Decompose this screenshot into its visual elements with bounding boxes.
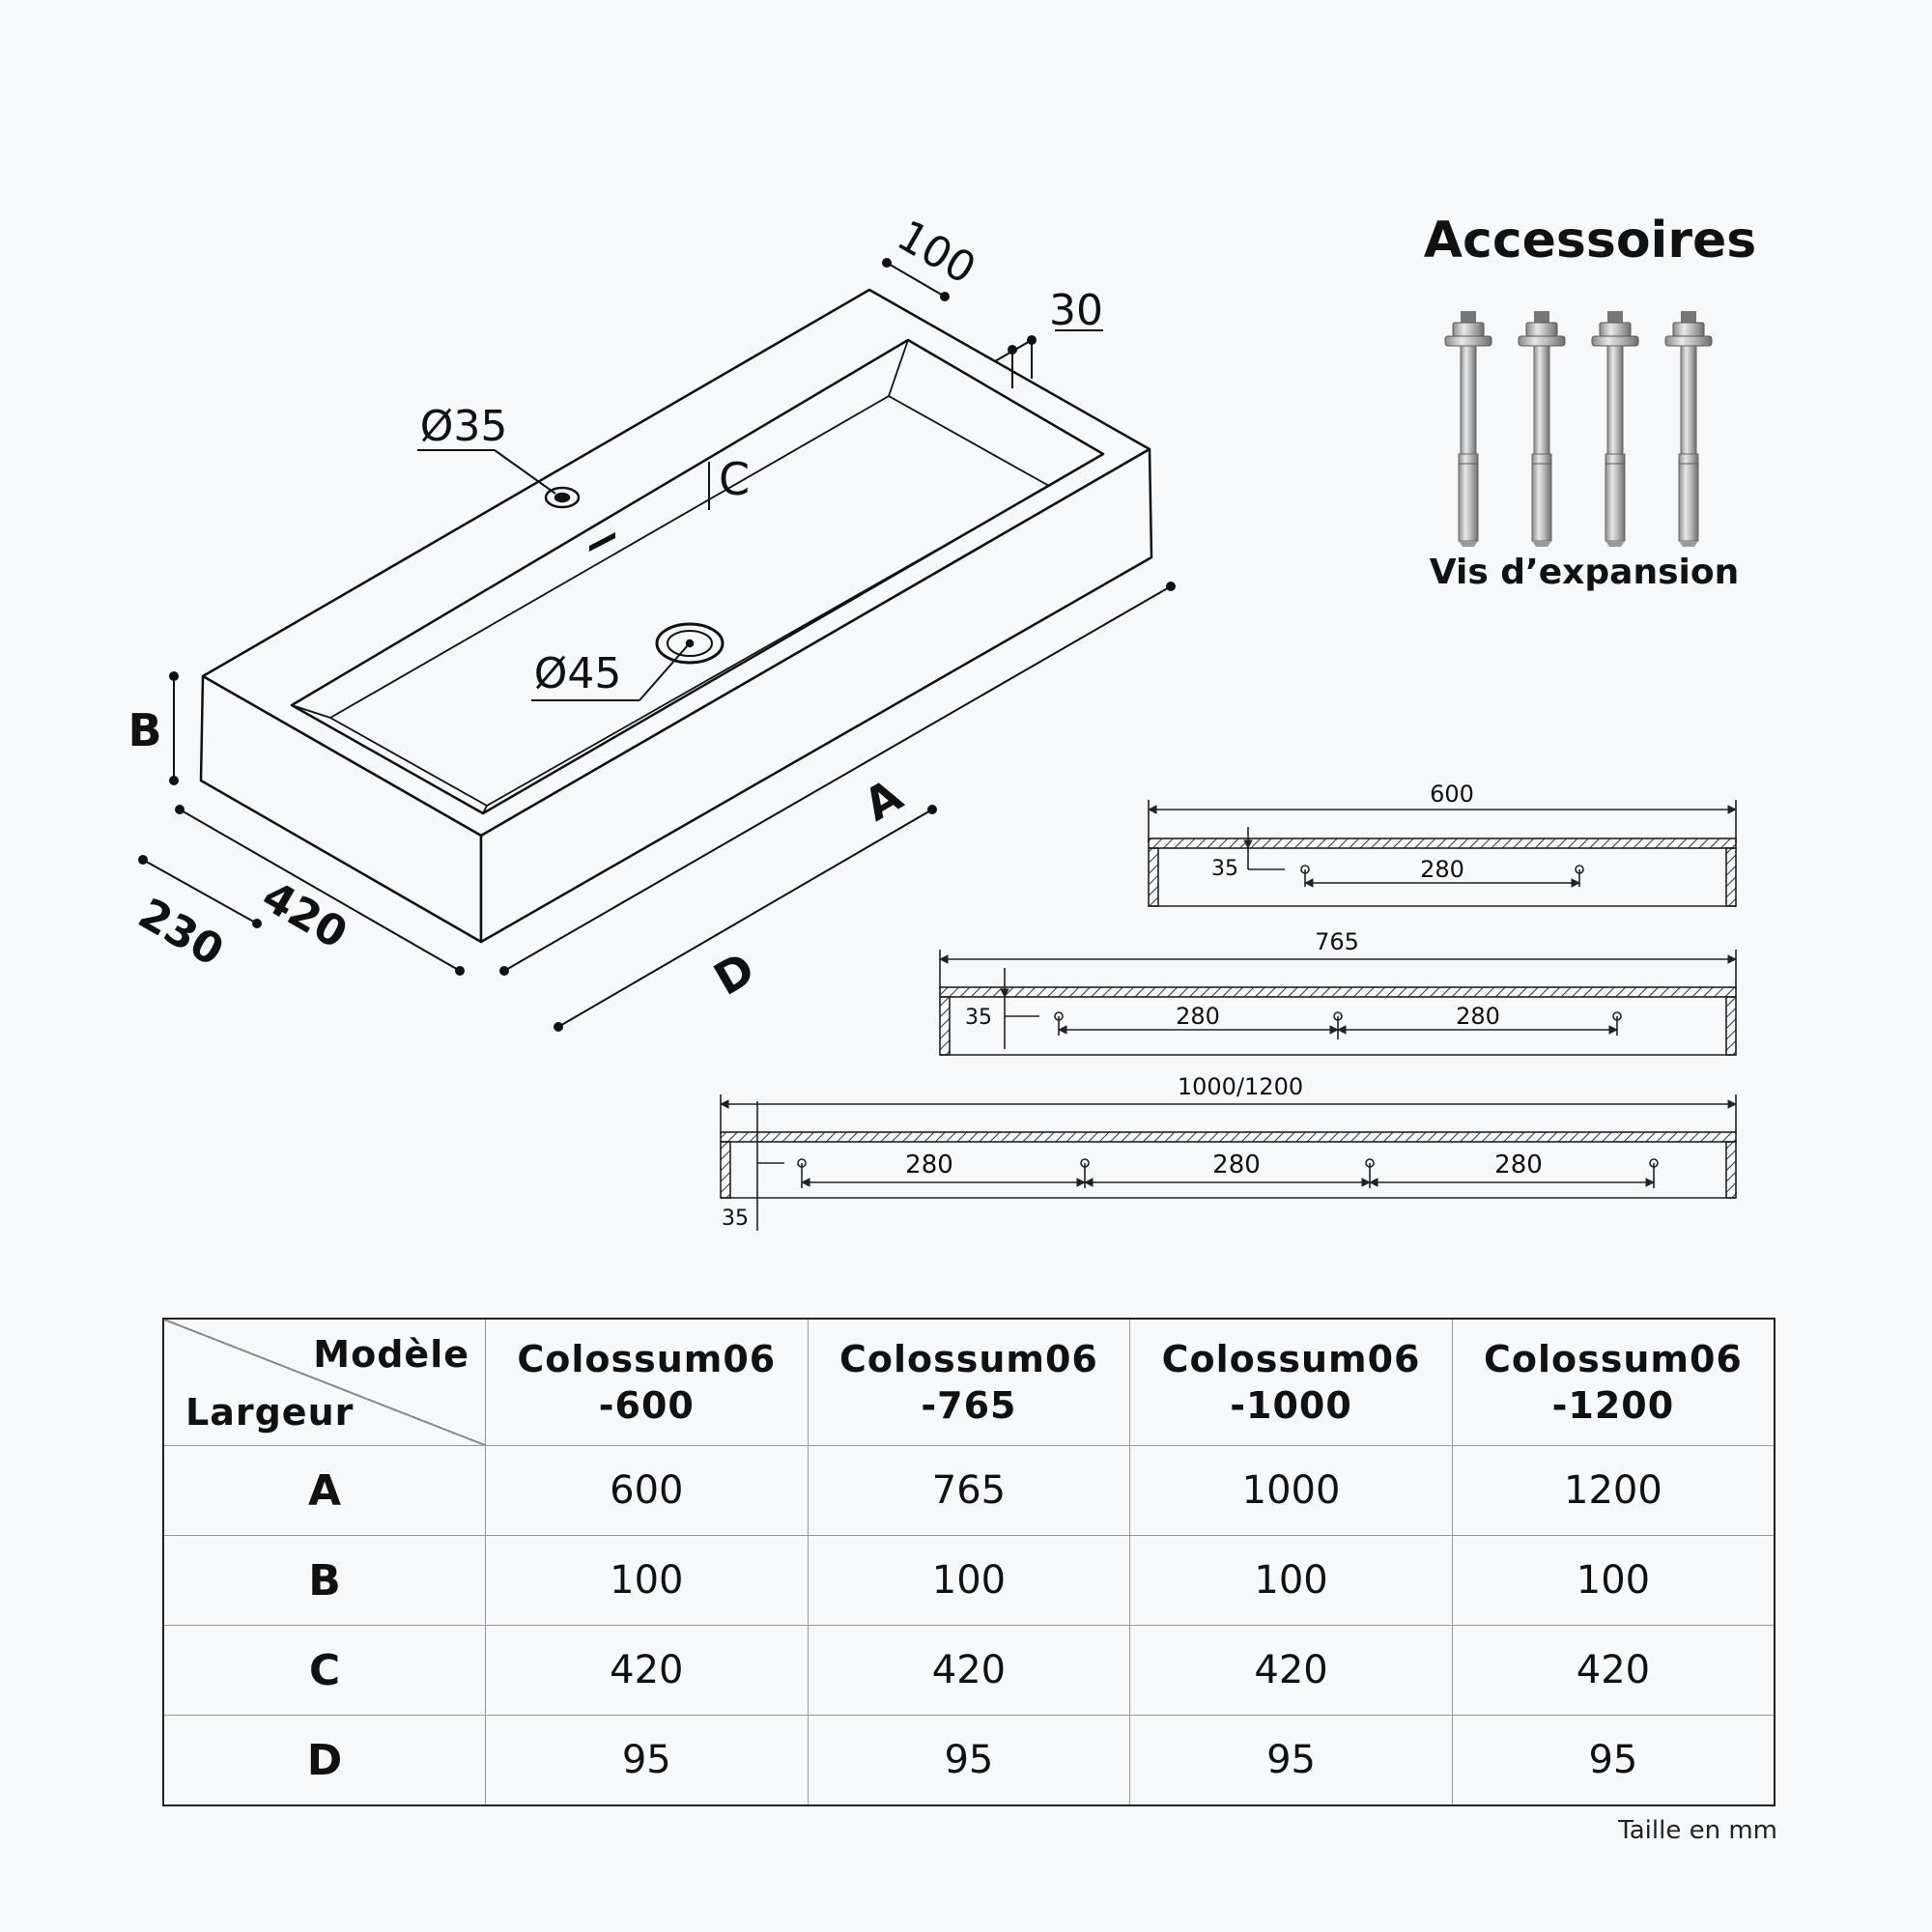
table-row: B 100 100 100 100	[162, 1535, 1776, 1626]
model-name-line: Colossum06	[1161, 1338, 1421, 1380]
row-label: A	[162, 1445, 486, 1536]
table-cell: 100	[807, 1535, 1131, 1626]
model-size-line: -1000	[1230, 1384, 1352, 1427]
section-1000	[720, 1094, 1737, 1231]
model-size-line: -1200	[1551, 1384, 1675, 1427]
table-cell: 100	[485, 1535, 809, 1626]
dim-d-label: D	[705, 942, 763, 1006]
dim-230-label: 230	[130, 889, 232, 976]
model-name-line: Colossum06	[517, 1338, 777, 1380]
dim-tap-hole-label: Ø35	[420, 402, 508, 451]
corner-model-label: Modèle	[313, 1333, 469, 1376]
table-cell: 600	[485, 1445, 809, 1536]
table-row: C 420 420 420 420	[162, 1625, 1776, 1716]
spec-table: Modèle Largeur Colossum06 -600 Colossum0…	[162, 1318, 1776, 1806]
section-765	[939, 950, 1737, 1056]
model-name-line: Colossum06	[1483, 1338, 1743, 1380]
row-label: B	[162, 1535, 486, 1626]
section-765-total-label: 765	[1315, 928, 1359, 955]
model-name-line: Colossum06	[838, 1338, 1098, 1380]
row-label: D	[162, 1715, 486, 1806]
accessories-panel: Accessoires	[1424, 212, 1756, 592]
section-600-total-label: 600	[1430, 781, 1474, 808]
table-corner-cell: Modèle Largeur	[162, 1318, 486, 1446]
section-1000-spacing-label-2: 280	[1212, 1151, 1261, 1179]
row-label: C	[162, 1625, 486, 1716]
expansion-bolt	[1664, 311, 1713, 547]
table-cell: 420	[1129, 1625, 1453, 1716]
model-header-1000: Colossum06 -1000	[1129, 1318, 1453, 1446]
tap-hole	[544, 486, 581, 509]
table-row: D 95 95 95 95	[162, 1715, 1776, 1806]
section-1000-edge-label: 35	[722, 1207, 749, 1231]
model-header-765: Colossum06 -765	[807, 1318, 1131, 1446]
technical-drawing: 100 30 Ø35 Ø45 C B A D 420 230 Accessoir…	[128, 211, 1756, 1231]
table-cell: 420	[1451, 1625, 1776, 1716]
model-size-line: -600	[598, 1384, 695, 1427]
table-header-row: Modèle Largeur Colossum06 -600 Colossum0…	[162, 1318, 1776, 1446]
sink-right-face	[479, 447, 1153, 944]
drain-hole	[655, 622, 724, 665]
dim-420-label: 420	[254, 871, 355, 958]
dim-a-label: A	[855, 769, 911, 832]
table-cell: 100	[1451, 1535, 1776, 1626]
table-cell: 95	[1451, 1715, 1776, 1806]
accessories-title: Accessoires	[1424, 212, 1756, 270]
dim-30-label: 30	[1049, 286, 1103, 335]
table-cell: 1000	[1129, 1445, 1453, 1536]
section-765-edge-label: 35	[965, 1006, 992, 1030]
section-1000-spacing-label-1: 280	[905, 1151, 953, 1179]
section-1000-total-label: 1000/1200	[1178, 1073, 1303, 1100]
model-header-600: Colossum06 -600	[485, 1318, 809, 1446]
table-cell: 420	[485, 1625, 809, 1716]
units-footnote: Taille en mm	[1618, 1816, 1777, 1845]
table-cell: 420	[807, 1625, 1131, 1716]
section-600-spacing-label: 280	[1420, 856, 1464, 883]
sink-dimensions	[138, 258, 1176, 1032]
dim-c-label: C	[719, 453, 750, 505]
expansion-bolt	[1518, 311, 1566, 547]
table-cell: 1200	[1451, 1445, 1776, 1536]
table-cell: 95	[807, 1715, 1131, 1806]
section-600-edge-label: 35	[1211, 857, 1238, 881]
table-cell: 95	[1129, 1715, 1453, 1806]
section-765-spacing-label-2: 280	[1456, 1003, 1500, 1030]
section-765-spacing-label-1: 280	[1176, 1003, 1220, 1030]
overflow-slot	[589, 532, 615, 552]
table-cell: 765	[807, 1445, 1131, 1536]
table-cell: 95	[485, 1715, 809, 1806]
model-size-line: -765	[921, 1384, 1017, 1427]
section-1000-spacing-label-3: 280	[1494, 1151, 1543, 1179]
dim-drain-hole-label: Ø45	[534, 649, 622, 698]
table-row: A 600 765 1000 1200	[162, 1445, 1776, 1536]
sink-isometric	[199, 288, 1153, 944]
corner-width-label: Largeur	[185, 1391, 355, 1434]
model-header-1200: Colossum06 -1200	[1451, 1318, 1776, 1446]
spec-table-container: Modèle Largeur Colossum06 -600 Colossum0…	[162, 1318, 1776, 1806]
dim-b-label: B	[128, 704, 161, 756]
table-cell: 100	[1129, 1535, 1453, 1626]
section-600	[1148, 800, 1737, 907]
accessories-item-label: Vis d’expansion	[1430, 553, 1739, 592]
dim-100-label: 100	[889, 211, 983, 294]
expansion-bolt	[1591, 311, 1639, 547]
expansion-bolt	[1444, 311, 1492, 547]
